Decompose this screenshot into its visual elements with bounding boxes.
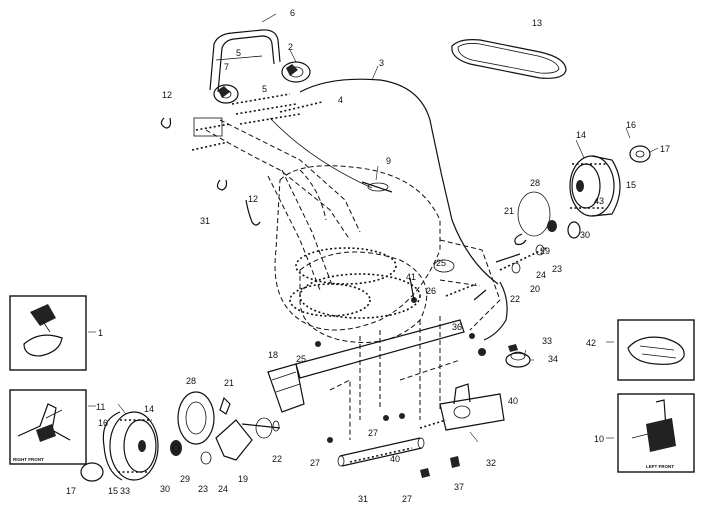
callout-4: 4 <box>338 95 343 105</box>
callout-27: 27 <box>368 428 378 438</box>
mower-deck <box>274 165 501 343</box>
callout-20: 20 <box>530 284 540 294</box>
front-roller <box>337 437 425 467</box>
callout-27: 27 <box>402 494 412 504</box>
drive-belt <box>451 39 567 79</box>
handle-knob-left <box>213 84 239 104</box>
callout-16: 16 <box>98 418 108 428</box>
callout-7: 7 <box>224 62 229 72</box>
callout-12: 12 <box>248 194 258 204</box>
callout-43: 43 <box>594 196 604 206</box>
hairpin-clip <box>160 117 261 226</box>
rear-right-gear <box>514 191 581 246</box>
deck-frame <box>295 316 465 440</box>
callout-28: 28 <box>530 178 540 188</box>
callout-5: 5 <box>236 48 241 58</box>
rear-right-axle-parts <box>433 244 547 297</box>
callout-36: 36 <box>452 322 462 332</box>
inset-box-1 <box>9 295 87 371</box>
callout-19: 19 <box>238 474 248 484</box>
callout-29: 29 <box>180 474 190 484</box>
callout-22: 22 <box>272 454 282 464</box>
callout-40: 40 <box>508 396 518 406</box>
callout-40: 40 <box>390 454 400 464</box>
callout-14: 14 <box>576 130 586 140</box>
rear-shield <box>267 363 305 413</box>
front-wheel <box>102 411 159 481</box>
handle-knob-right <box>281 61 311 83</box>
callout-41: 41 <box>406 272 416 282</box>
callout-33: 33 <box>120 486 130 496</box>
callout-37: 37 <box>454 482 464 492</box>
callout-21: 21 <box>504 206 514 216</box>
inset-box-42 <box>617 319 695 381</box>
callout-14: 14 <box>144 404 154 414</box>
callout-27: 27 <box>310 458 320 468</box>
callout-15: 15 <box>108 486 118 496</box>
callout-3: 3 <box>379 58 384 68</box>
upper-handle <box>209 29 281 93</box>
inset-box-10: LEFT FRONT <box>617 393 695 473</box>
callout-9: 9 <box>386 156 391 166</box>
callout-42: 42 <box>586 338 596 348</box>
callout-29: 29 <box>540 246 550 256</box>
callout-5: 5 <box>262 84 267 94</box>
callout-23: 23 <box>552 264 562 274</box>
rear-right-wheel <box>569 155 621 217</box>
callout-24: 24 <box>536 270 546 280</box>
height-adjuster <box>419 383 505 478</box>
leader-lines <box>88 13 659 443</box>
callout-10: 10 <box>594 434 604 444</box>
callout-6: 6 <box>290 8 295 18</box>
inset-caption-left-front: LEFT FRONT <box>646 464 674 469</box>
front-axle-parts <box>200 417 281 465</box>
callout-32: 32 <box>486 458 496 468</box>
misc-hardware <box>315 277 487 443</box>
callout-17: 17 <box>660 144 670 154</box>
callout-25: 25 <box>436 258 446 268</box>
callout-34: 34 <box>548 354 558 364</box>
callout-18: 18 <box>268 350 278 360</box>
rear-right-hubcap <box>629 145 651 163</box>
front-gear <box>170 391 231 456</box>
callout-22: 22 <box>510 294 520 304</box>
callout-26: 26 <box>426 286 436 296</box>
callout-21: 21 <box>224 378 234 388</box>
handle-hardware <box>191 93 393 193</box>
callout-30: 30 <box>160 484 170 494</box>
callout-31: 31 <box>200 216 210 226</box>
lower-handle <box>205 119 361 291</box>
callout-15: 15 <box>626 180 636 190</box>
callout-28: 28 <box>186 376 196 386</box>
callout-30: 30 <box>580 230 590 240</box>
callout-33: 33 <box>542 336 552 346</box>
callout-24: 24 <box>218 484 228 494</box>
callout-31: 31 <box>358 494 368 504</box>
callout-1: 1 <box>98 328 103 338</box>
control-cable <box>269 78 508 341</box>
callout-11: 11 <box>96 402 105 412</box>
callout-labels: 1 2 3 4 5 5 6 7 9 10 11 12 12 13 14 14 1… <box>66 8 670 504</box>
front-hubcap <box>80 462 104 482</box>
callout-17: 17 <box>66 486 76 496</box>
callout-23: 23 <box>198 484 208 494</box>
callout-2: 2 <box>288 42 293 52</box>
callout-25: 25 <box>296 354 306 364</box>
inset-box-11: RIGHT FRONT <box>9 389 87 465</box>
callout-16: 16 <box>626 120 636 130</box>
plug-cap <box>505 344 531 368</box>
inset-caption-right-front: RIGHT FRONT <box>13 457 44 462</box>
callout-13: 13 <box>532 18 542 28</box>
callout-12: 12 <box>162 90 172 100</box>
